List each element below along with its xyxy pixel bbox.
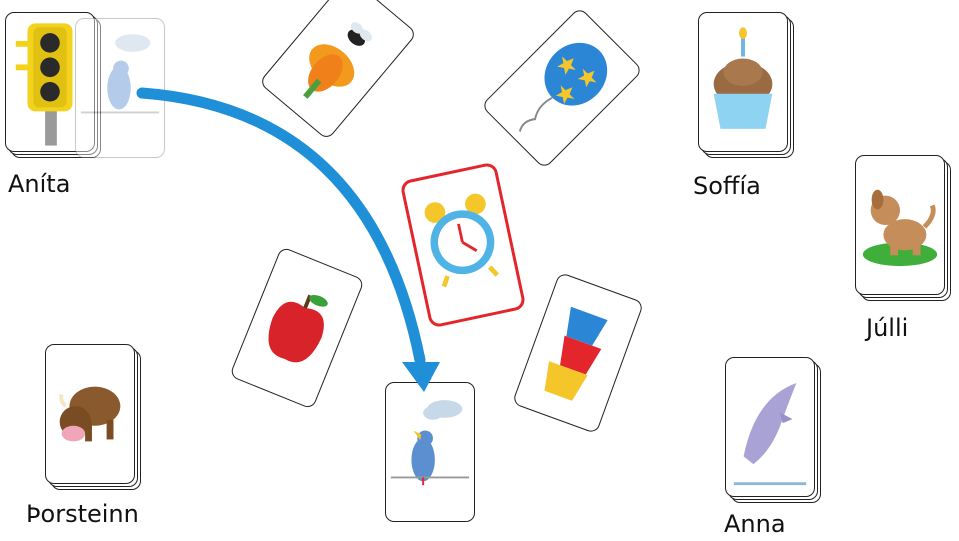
bird-cloud-icon xyxy=(390,400,470,486)
player-stack-anita[interactable] xyxy=(5,12,101,158)
player-stack-thorsteinn[interactable] xyxy=(45,344,141,490)
cups-icon xyxy=(544,306,608,401)
player-stack-soffia[interactable] xyxy=(698,12,794,158)
table-card-alarm-clock[interactable] xyxy=(399,161,527,329)
balloon-icon xyxy=(518,42,608,132)
card-dolphin[interactable] xyxy=(725,357,815,497)
table-card-apple[interactable] xyxy=(229,246,365,410)
table-card-bee-flower[interactable] xyxy=(258,0,418,141)
table-card-cups[interactable] xyxy=(511,271,645,435)
player-name-anna: Anna xyxy=(724,510,786,538)
card-cow[interactable] xyxy=(45,344,135,484)
card-cupcake[interactable] xyxy=(698,12,788,152)
player-name-thorsteinn: Þorsteinn xyxy=(26,500,139,528)
alarm-clock-icon xyxy=(424,193,499,288)
player-stack-anna[interactable] xyxy=(725,357,821,503)
card-traffic-light[interactable] xyxy=(5,12,95,152)
dolphin-icon xyxy=(733,383,807,486)
cow-icon xyxy=(59,386,121,442)
bee-flower-icon xyxy=(303,22,372,99)
player-name-julli: Júlli xyxy=(866,314,909,342)
cupcake-icon xyxy=(713,27,773,129)
dragged-card-ghost xyxy=(75,18,165,158)
traffic-light-icon xyxy=(15,23,73,146)
bird-cloud-icon xyxy=(80,34,160,114)
apple-icon xyxy=(268,294,328,363)
table-card-balloon[interactable] xyxy=(480,6,644,170)
player-stack-julli[interactable] xyxy=(855,155,951,301)
player-name-anita: Aníta xyxy=(8,170,71,198)
player-name-soffia: Soffía xyxy=(693,172,761,200)
puppy-icon xyxy=(862,189,938,267)
card-puppy[interactable] xyxy=(855,155,945,295)
table-card-bird-cloud[interactable] xyxy=(385,382,475,522)
